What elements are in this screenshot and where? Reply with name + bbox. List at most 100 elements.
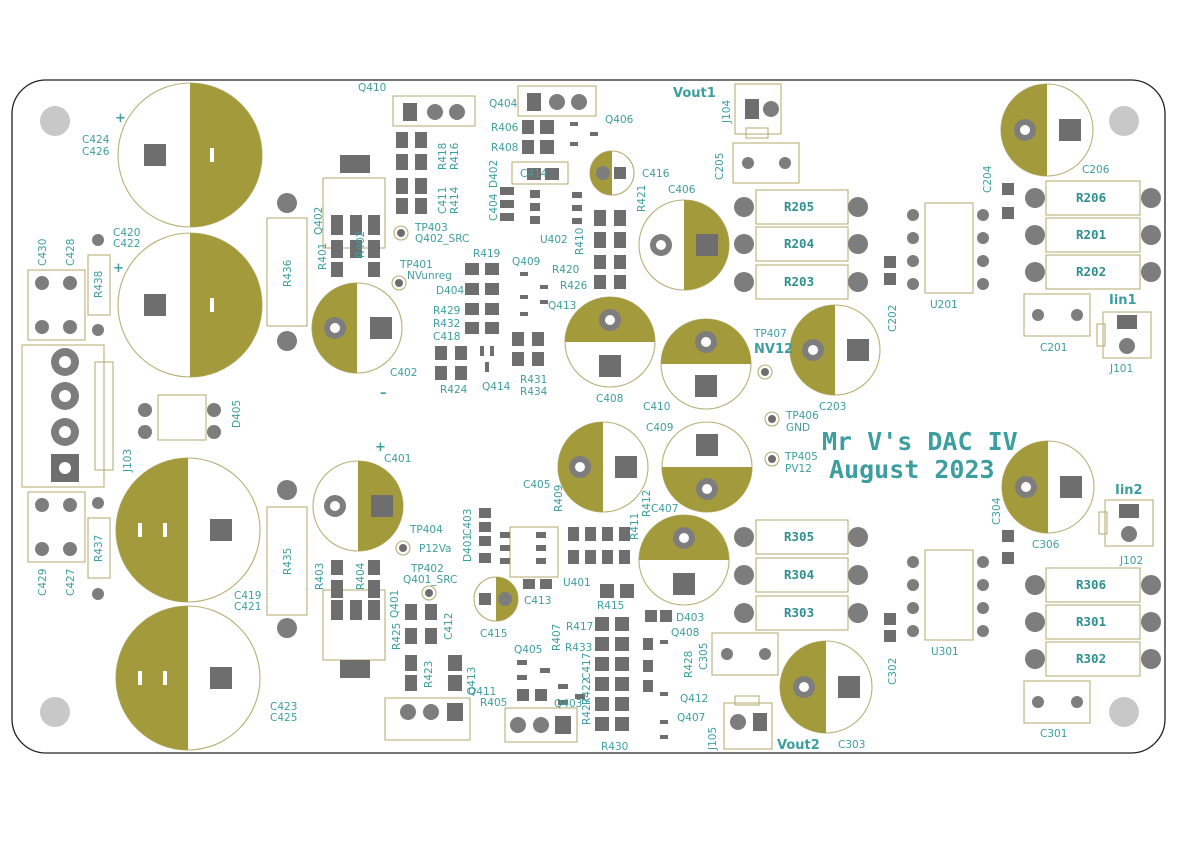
label-r203: R203 [784,274,814,289]
connector-j104 [734,83,782,139]
label-c423: C423 [270,701,297,713]
label-c416: C416 [642,168,670,180]
label-u402: U402 [540,234,568,246]
resistor-r206 [1025,180,1161,216]
label-q414: Q414 [482,381,511,393]
resistor-r305 [734,519,868,555]
label-c420: C420 [113,227,140,239]
label-q410: Q410 [358,82,386,94]
resistor-r204 [734,226,868,262]
label-c430: C430 [37,239,49,266]
resistor-r436 [266,193,308,351]
label-r405: R405 [480,697,507,709]
label-r306: R306 [1076,577,1106,592]
label-r401: R401 [317,243,329,270]
label-d404: D404 [436,285,464,297]
resistor-r304 [734,557,868,593]
ic-u301 [907,549,989,641]
label-r409: R409 [553,485,565,512]
transistor-q410 [392,95,476,127]
label-c425: C425 [270,712,297,724]
label-r411: R411 [629,513,641,540]
label-r305: R305 [784,529,814,544]
resistor-r202 [1025,254,1161,290]
label-c418: C418 [433,331,460,343]
label-c401: C401 [384,453,411,465]
board-outline [11,79,1166,754]
label-r429: R429 [433,305,460,317]
cap-c409 [661,421,753,513]
cap-c301 [1023,680,1091,724]
connector-j101 [1096,311,1152,359]
resistor-r306 [1025,567,1161,603]
label-u201: U201 [930,299,958,311]
label-pv12: PV12 [785,463,812,475]
label-c412: C412 [443,613,455,640]
label-u301: U301 [931,646,959,658]
mount-hole-tr [1109,106,1139,136]
svg-text:+: + [113,261,124,276]
smd-c204 [1002,183,1014,219]
label-q404: Q404 [489,98,518,110]
smd-cluster-mid [435,263,548,380]
cap-c401 [312,460,404,552]
mount-hole-br [1109,697,1139,727]
label-c403: C403 [462,509,474,536]
label-r416: R416 [449,142,461,170]
board-date: August 2023 [829,455,995,484]
label-vout2: Vout2 [777,738,820,753]
ic-u201 [907,202,989,294]
cap-c206 [1000,83,1094,177]
label-r202: R202 [1076,264,1106,279]
smd-c304 [1002,530,1014,564]
cap-c402 [311,282,403,374]
label-q413b: Q413 [466,667,478,695]
label-nv12: NV12 [754,342,793,357]
testpoint-tp404 [395,540,411,556]
testpoint-tp406 [764,411,780,427]
label-gnd: GND [786,422,810,434]
cap-c424: + [115,82,263,228]
label-r422: R422 [581,678,593,705]
label-c205: C205 [714,153,726,180]
label-d402: D402 [488,160,500,188]
label-c204: C204 [982,165,994,193]
label-q412: Q412 [680,693,708,705]
cap-c406 [638,199,730,291]
label-tp401: TP401 [399,259,433,271]
label-r419: R419 [473,248,500,260]
label-r432: R432 [433,318,460,330]
label-r415: R415 [597,600,624,612]
cap-c408 [564,296,656,388]
label-r438: R438 [93,271,105,298]
label-r418: R418 [437,143,449,170]
label-j102: J102 [1119,555,1143,567]
label-q409: Q409 [512,256,540,268]
label-d401: D401 [462,534,474,562]
transistor-q401 [322,560,386,678]
label-q413: Q413 [548,300,576,312]
label-r428: R428 [683,651,695,678]
label-r206: R206 [1076,190,1106,205]
label-r431: R431 [520,374,547,386]
label-c429: C429 [37,569,49,596]
resistor-r203 [734,264,868,300]
label-c417: C417 [581,653,593,680]
cap-c306 [1001,440,1095,534]
label-r430: R430 [601,741,628,753]
testpoint-tp401 [391,275,407,291]
label-vout1: Vout1 [673,86,716,101]
label-r425: R425 [391,623,403,650]
label-r302: R302 [1076,651,1106,666]
cap-c415 [473,576,519,622]
label-r435: R435 [282,548,294,575]
label-c206: C206 [1082,164,1110,176]
label-r426: R426 [560,280,588,292]
smd-r406-r408 [522,120,598,154]
label-q402-src: Q402_SRC [415,233,469,245]
label-r406: R406 [491,122,519,134]
cap-c422: + [113,232,263,378]
label-r412: R412 [641,490,653,517]
label-iin2: Iin2 [1115,483,1143,498]
